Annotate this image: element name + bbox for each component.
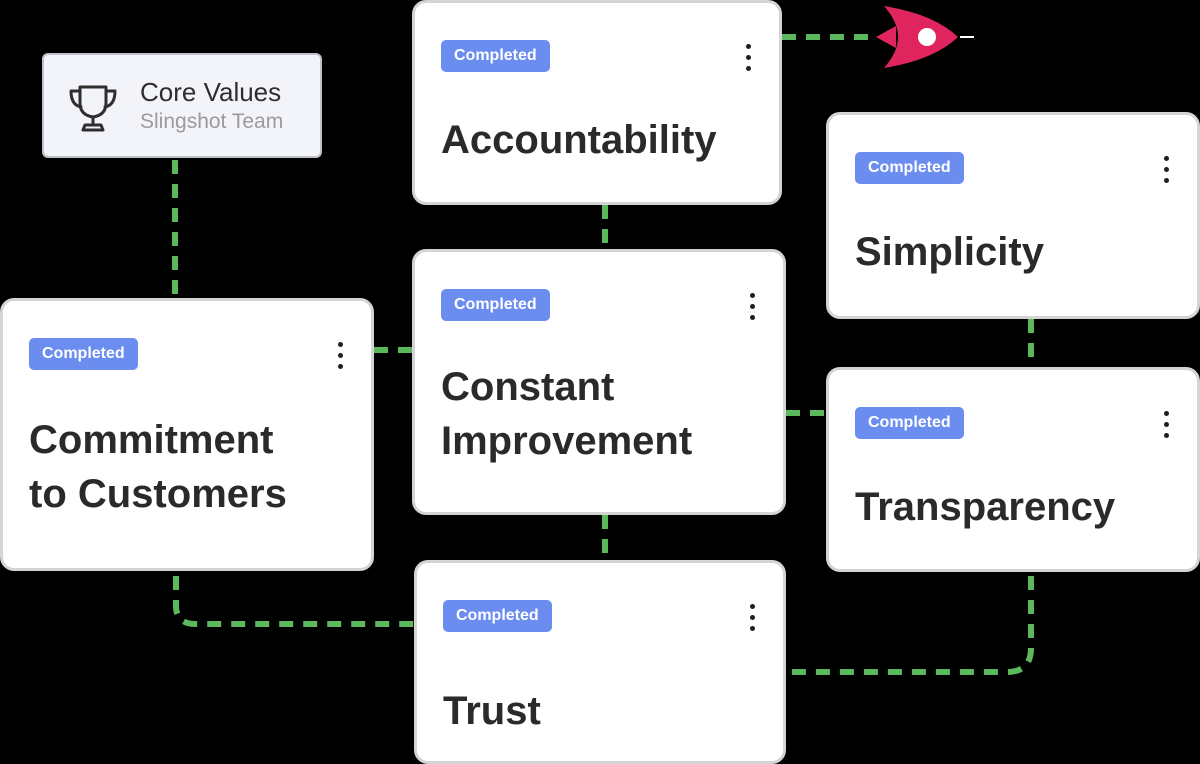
more-vertical-icon[interactable] [333,339,349,373]
card-title-line: Transparency [855,485,1116,529]
card-title-line: Trust [443,689,541,733]
rocket-icon [876,6,974,68]
value-card-transparency[interactable]: Completed Transparency [826,367,1200,572]
value-card-commitment-to-customers[interactable]: Completed Commitment to Customers [0,298,374,571]
card-title: Transparency [855,480,1177,534]
status-badge: Completed [29,338,138,370]
more-vertical-icon[interactable] [745,290,761,324]
card-title: Simplicity [855,225,1177,279]
core-values-node[interactable]: Core Values Slingshot Team [42,53,322,158]
status-badge: Completed [441,289,550,321]
card-title-line: Constant [441,365,615,409]
more-vertical-icon[interactable] [1159,153,1175,187]
more-vertical-icon[interactable] [1159,408,1175,442]
card-title: Commitment to Customers [29,413,351,521]
card-title: Constant Improvement [441,360,763,468]
card-title-line: Improvement [441,419,693,463]
core-values-subtitle: Slingshot Team [140,110,284,133]
card-title: Accountability [441,113,759,167]
status-badge: Completed [855,152,964,184]
status-badge: Completed [855,407,964,439]
connector-transparency-trust [786,576,1034,675]
card-title-line: to Customers [29,472,287,516]
connector-commitment-trust [173,576,414,627]
card-title-line: Simplicity [855,230,1044,274]
status-badge: Completed [443,600,552,632]
card-title-line: Accountability [441,118,717,162]
value-card-trust[interactable]: Completed Trust [414,560,786,764]
value-card-constant-improvement[interactable]: Completed Constant Improvement [412,249,786,515]
card-title: Trust [443,684,763,738]
more-vertical-icon[interactable] [745,601,761,635]
card-title-line: Commitment [29,418,274,462]
value-card-simplicity[interactable]: Completed Simplicity [826,112,1200,319]
more-vertical-icon[interactable] [741,41,757,75]
trophy-icon [69,85,117,132]
core-values-title: Core Values [140,77,282,107]
status-badge: Completed [441,40,550,72]
value-card-accountability[interactable]: Completed Accountability [412,0,782,205]
